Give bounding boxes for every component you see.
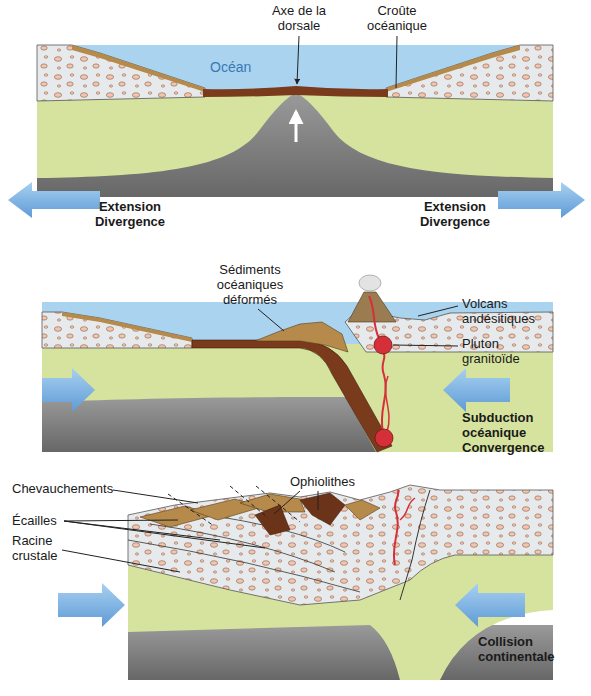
thrust-scale-boundary bbox=[128, 540, 360, 592]
text-label: Racine crustale bbox=[12, 533, 87, 563]
text-label: Océan bbox=[210, 60, 270, 75]
text-label: Pluton granitoïde bbox=[462, 336, 542, 366]
text-label: Extension Divergence bbox=[415, 199, 495, 229]
subducting-slab bbox=[192, 340, 392, 452]
lithospheric-mantle bbox=[37, 94, 553, 197]
text-label: Sédiments océaniques déformés bbox=[204, 262, 296, 307]
leader-line bbox=[297, 36, 299, 84]
magma-conduit bbox=[394, 490, 399, 565]
text-label: Chevauchements bbox=[12, 481, 142, 496]
convergence-arrow bbox=[58, 583, 125, 627]
continental-crust bbox=[386, 45, 553, 101]
upwelling-arrow bbox=[295, 112, 298, 142]
ocean-water bbox=[37, 45, 553, 100]
ridge-panel bbox=[8, 36, 585, 218]
magma-source bbox=[375, 429, 393, 447]
volcanic-plume bbox=[359, 275, 381, 291]
magma-conduit bbox=[400, 498, 415, 520]
leader-line bbox=[393, 345, 458, 346]
leader-line bbox=[396, 36, 397, 88]
leader-line bbox=[258, 309, 284, 331]
leader-line bbox=[64, 521, 265, 548]
leader-line bbox=[318, 491, 319, 510]
oceanic-crust bbox=[203, 86, 388, 97]
sediment-layer bbox=[62, 312, 192, 342]
sediment-layer bbox=[72, 45, 205, 92]
deformed-sediments bbox=[255, 322, 348, 352]
thrust-fault bbox=[256, 486, 300, 522]
magma-conduit bbox=[385, 376, 389, 432]
text-label: Ophiolithes bbox=[290, 474, 390, 489]
text-label: Subduction océanique Convergence bbox=[462, 410, 582, 455]
convergence-arrow bbox=[42, 368, 95, 412]
thrust-fault bbox=[168, 494, 214, 526]
asthenosphere-dome bbox=[37, 93, 553, 197]
plate-boundary bbox=[400, 490, 430, 600]
leader-line bbox=[418, 306, 458, 316]
text-label: Extension Divergence bbox=[90, 199, 170, 229]
text-label: Axe de la dorsale bbox=[263, 3, 335, 33]
convergence-arrow bbox=[443, 368, 510, 412]
convergence-arrow bbox=[455, 583, 525, 627]
continental-crust bbox=[42, 312, 192, 348]
text-label: Volcans andésitiques bbox=[462, 296, 572, 326]
text-label: Collision continentale bbox=[478, 634, 578, 664]
leader-line bbox=[113, 490, 198, 503]
text-label: Croûte océanique bbox=[357, 3, 437, 33]
continental-crust bbox=[37, 45, 205, 101]
ophiolite-sliver bbox=[300, 493, 345, 525]
leader-line bbox=[62, 550, 180, 572]
sediment-layer bbox=[386, 45, 520, 92]
thrust-scale-boundary bbox=[150, 524, 335, 572]
leader-line bbox=[64, 520, 178, 521]
leader-line bbox=[274, 491, 300, 514]
magma-conduit bbox=[369, 296, 379, 338]
extension-arrow bbox=[498, 182, 585, 218]
thrust-sheet bbox=[345, 500, 380, 520]
text-label: Écailles bbox=[12, 513, 112, 528]
granitoid-pluton bbox=[374, 336, 392, 354]
extension-arrow bbox=[8, 182, 100, 218]
thickened-crust bbox=[128, 485, 553, 605]
